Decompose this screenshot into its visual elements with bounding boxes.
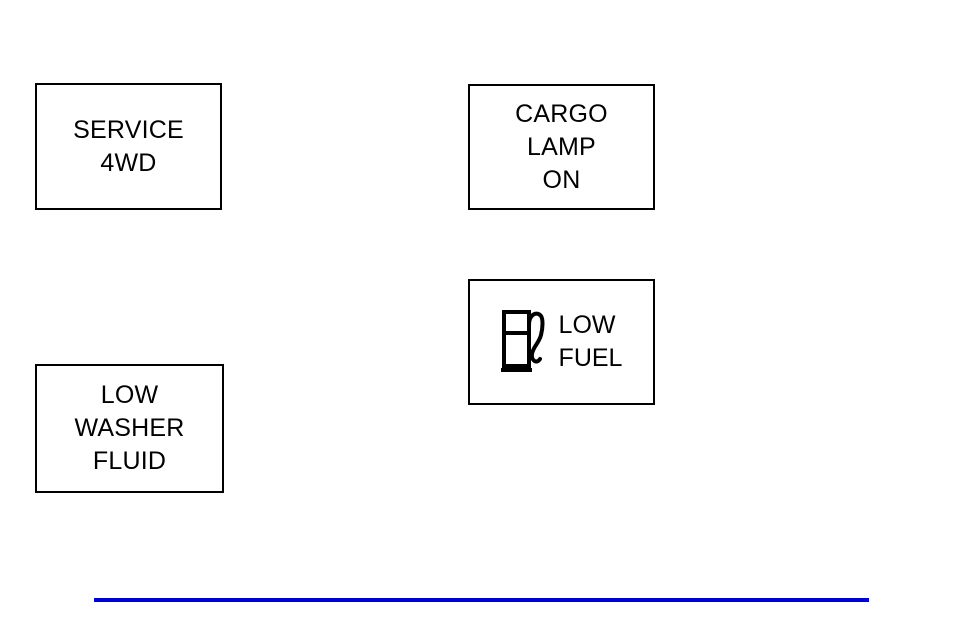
fuel-pump-icon: [500, 310, 545, 372]
low-fuel-content: LOW FUEL: [470, 309, 653, 375]
warning-message-text: LOW WASHER FLUID: [74, 381, 185, 475]
warning-message-text: LOW FUEL: [558, 311, 623, 372]
warning-message-box-low-washer-fluid: LOW WASHER FLUID: [35, 364, 224, 493]
warning-message-box-service-4wd: SERVICE 4WD: [35, 83, 222, 210]
footer-divider-rule: [94, 598, 869, 602]
warning-message-text: SERVICE 4WD: [73, 115, 184, 177]
warning-message-box-cargo-lamp-on: CARGO LAMP ON: [468, 84, 655, 210]
warning-message-text: CARGO LAMP ON: [515, 99, 608, 194]
warning-message-box-low-fuel: LOW FUEL: [468, 279, 655, 405]
